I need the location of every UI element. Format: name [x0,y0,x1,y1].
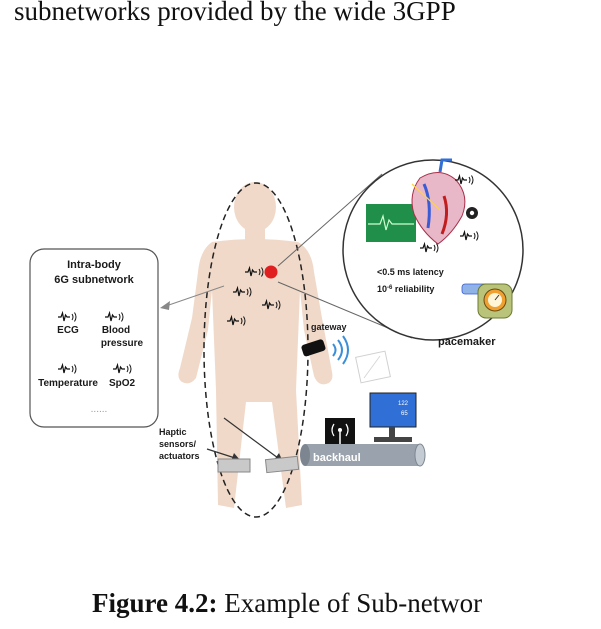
sensor-label-blood: Blood [102,325,130,336]
heart-illustration-icon [411,158,466,245]
haptic-actuator-right [264,455,300,474]
antenna-icon [325,418,355,448]
gateway-label: gateway [311,322,347,332]
monitor-value-1: 122 [398,401,409,407]
haptic-label-line1: Haptic [159,427,187,437]
sensor-label-temperature: Temperature [38,378,98,389]
subnetwork-title-line1: Intra-body [67,259,122,271]
reliability-label: 10-6 reliability [377,284,434,294]
intra-body-subnetwork-box: Intra-body 6G subnetwork ECG Blood press… [29,248,159,428]
backhaul-pipe: backhaul [300,443,426,467]
pacemaker-device-icon [461,283,513,319]
subnetwork-title-line2: 6G subnetwork [54,274,134,286]
haptic-actuator-left [217,458,251,473]
figure-caption: Figure 4.2: Example of Sub-networ [92,588,482,619]
sensor-list-ellipsis: ...... [91,404,108,415]
haptic-label-line2: sensors/ [159,439,197,449]
gateway-device-icon [301,335,349,365]
arrow-head-left [160,301,170,310]
latency-label: <0.5 ms latency [377,267,444,277]
heart-pacemaker-marker [264,265,278,279]
link-to-subnetwork-box [165,285,225,307]
human-body-figure [178,182,333,508]
sensor-label-pressure: pressure [101,338,144,349]
link-to-pacemaker-top [277,173,383,267]
pacemaker-label: pacemaker [438,336,496,348]
backhaul-label: backhaul [313,452,361,464]
haptic-label-line3: actuators [159,451,200,461]
pacemaker-detail-panel: <0.5 ms latency 10-6 reliability pacemak… [342,158,524,348]
header-text-fragment: subnetworks provided by the wide 3GPP [14,0,456,26]
sensor-label-spo2: SpO2 [109,378,136,389]
faded-device-icon [355,350,391,384]
figure-caption-label: Figure 4.2: [92,588,218,618]
monitor-icon: 122 65 [369,392,417,442]
figure-caption-text: Example of Sub-networ [217,588,483,618]
sensor-label-ecg: ECG [57,325,79,336]
monitor-value-2: 65 [401,411,408,417]
